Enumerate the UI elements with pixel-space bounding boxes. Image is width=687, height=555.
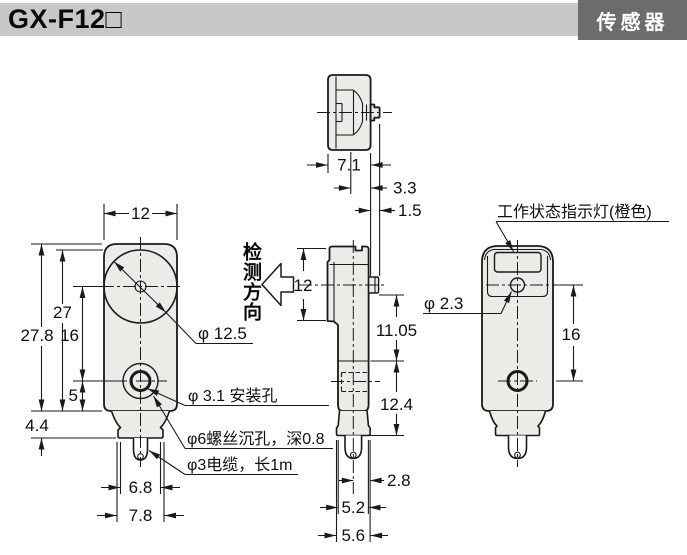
side-view bbox=[299, 240, 387, 494]
dim-side-upper-section: 11.05 bbox=[376, 321, 417, 340]
dim-front-overall-height: 27.8 bbox=[20, 326, 53, 345]
label-mounting-hole: φ 3.1 安装孔 bbox=[188, 387, 278, 405]
product-category-badge: 传感器 bbox=[578, 0, 687, 40]
label-indicator: 工作状态指示灯(橙色) bbox=[497, 203, 652, 221]
front-view-dimensions: 12 27.8 27 16 5 4.4 6.8 bbox=[20, 204, 184, 525]
dim-top-head-depth: 3.3 bbox=[393, 179, 417, 198]
dim-top-boss-depth: 1.5 bbox=[398, 201, 422, 220]
label-counterbore: φ6螺丝沉孔，深0.8 bbox=[187, 430, 325, 448]
dim-front-neck-lip-width: 7.8 bbox=[129, 506, 153, 525]
label-lens-diameter: φ 12.5 bbox=[198, 324, 247, 343]
label-detection-direction: 检测方向 bbox=[239, 242, 261, 322]
dim-side-cable-offset: 2.8 bbox=[387, 471, 411, 490]
dim-front-body-height: 27 bbox=[53, 303, 72, 322]
dim-side-face-height: 12 bbox=[294, 276, 313, 295]
dim-front-hole-to-bottom: 5 bbox=[69, 386, 78, 405]
top-view-boss bbox=[369, 103, 381, 122]
dim-front-neck-height: 4.4 bbox=[25, 416, 49, 435]
dim-top-depth: 7.1 bbox=[337, 156, 361, 175]
dim-side-neck-lip-width: 5.6 bbox=[341, 526, 365, 545]
dim-front-hole-pitch: 16 bbox=[60, 326, 79, 345]
detection-direction-arrow bbox=[261, 262, 295, 307]
header-bar bbox=[0, 3, 578, 36]
dim-front-width: 12 bbox=[131, 204, 150, 223]
dim-side-lower-section: 12.4 bbox=[380, 395, 413, 414]
side-view-dimensions: 12 11.05 12.4 2.8 5.2 5.6 bbox=[294, 247, 417, 545]
dim-side-neck-width: 5.2 bbox=[341, 498, 365, 517]
top-view-dimensions: 7.1 3.3 1.5 bbox=[307, 124, 422, 276]
top-view bbox=[317, 74, 392, 151]
front-view-leaders: φ 12.5 φ 3.1 安装孔 φ6螺丝沉孔，深0.8 φ3电缆，长1m bbox=[113, 261, 333, 476]
page-title: GX-F12□ bbox=[8, 4, 123, 34]
label-indicator-hole: φ 2.3 bbox=[424, 294, 463, 313]
dim-back-hole-pitch: 16 bbox=[562, 325, 581, 344]
back-view bbox=[481, 240, 556, 467]
front-view bbox=[101, 237, 180, 467]
dim-front-neck-width: 6.8 bbox=[129, 478, 153, 497]
back-view-dimensions: 16 φ 2.3 工作状态指示灯(橙色) bbox=[423, 203, 669, 382]
label-cable: φ3电缆，长1m bbox=[187, 456, 293, 474]
